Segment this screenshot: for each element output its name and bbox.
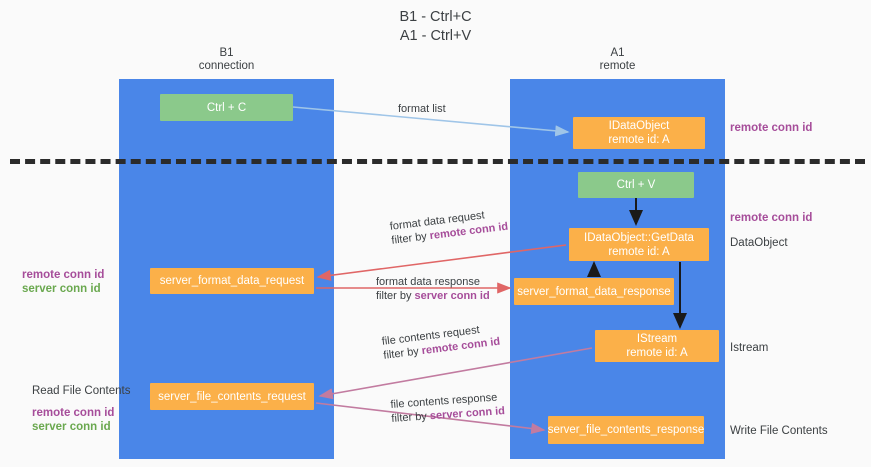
node-server-file-contents-request-label: server_file_contents_request <box>158 390 306 403</box>
side-label-dataobject: DataObject <box>730 236 788 250</box>
side-label-write-file-contents-text: Write File Contents <box>730 425 828 437</box>
node-istream-line-2: remote id: A <box>626 347 688 359</box>
edge-label-format-data-request: format data request filter by remote con… <box>389 206 509 248</box>
column-header-a1-name: A1 <box>610 47 625 59</box>
phase-divider <box>10 159 865 164</box>
node-server-format-data-response-label: server_format_data_response <box>517 285 671 298</box>
node-ctrl-c-label: Ctrl + C <box>206 101 247 114</box>
edge-label-format-data-response: format data response filter by server co… <box>376 275 490 303</box>
diagram-title-line-1: B1 - Ctrl+C <box>399 9 472 25</box>
side-label-istream: Istream <box>730 341 768 355</box>
edge-label-format-list-line-1: format list <box>398 103 446 115</box>
side-label-left-bottom-remote: remote conn id <box>32 407 115 419</box>
node-istream[interactable]: IStream remote id: A <box>595 330 719 362</box>
side-label-left-bottom-server: server conn id <box>32 421 111 433</box>
side-label-remote-conn-id-mid-text: remote conn id <box>730 212 813 224</box>
node-getdata-line-2: remote id: A <box>608 245 670 258</box>
edge-label-file-contents-request-prefix: filter by <box>382 345 423 362</box>
edge-label-format-data-response-line-1: format data response <box>376 276 480 288</box>
node-server-file-contents-request[interactable]: server_file_contents_request <box>150 383 314 410</box>
node-idataobject-line-2: remote id: A <box>608 134 670 146</box>
node-ctrl-v-label: Ctrl + V <box>616 179 656 191</box>
node-server-format-data-response[interactable]: server_format_data_response <box>514 278 674 305</box>
edge-label-file-contents-request: file contents request filter by remote c… <box>381 321 501 363</box>
node-istream-line-1: IStream <box>636 333 678 345</box>
side-label-write-file-contents: Write File Contents <box>730 424 828 438</box>
side-label-remote-conn-id-top-text: remote conn id <box>730 122 813 134</box>
node-idataobject-line-1: IDataObject <box>608 120 670 132</box>
column-header-b1-name: B1 <box>219 47 234 59</box>
edge-label-format-data-request-prefix: filter by <box>390 230 431 247</box>
node-server-file-contents-response[interactable]: server_file_contents_response <box>548 416 704 444</box>
side-label-left-mid-remote: remote conn id <box>22 269 105 281</box>
side-label-left-mid-server: server conn id <box>22 283 101 295</box>
column-header-a1-subtitle: remote <box>599 60 636 72</box>
diagram-title-line-2: A1 - Ctrl+V <box>399 28 472 44</box>
node-idataobject[interactable]: IDataObject remote id: A <box>573 117 705 149</box>
node-server-file-contents-response-label: server_file_contents_response <box>547 424 705 436</box>
diagram-title: B1 - Ctrl+C A1 - Ctrl+V <box>0 8 871 46</box>
side-label-left-read-file-contents: Read File Contents remote conn id server… <box>32 384 130 434</box>
column-header-b1-subtitle: connection <box>198 60 255 72</box>
side-label-left-conn-ids-mid: remote conn id server conn id <box>22 268 104 296</box>
edge-label-file-contents-response-key: server conn id <box>429 405 506 423</box>
node-server-format-data-request[interactable]: server_format_data_request <box>150 268 314 294</box>
column-header-b1: B1 connection <box>119 47 334 73</box>
side-label-dataobject-text: DataObject <box>730 237 788 249</box>
side-label-read-file-contents-text: Read File Contents <box>32 385 131 397</box>
node-getdata-line-1: IDataObject::GetData <box>584 231 694 244</box>
side-label-remote-conn-id-top: remote conn id <box>730 121 812 135</box>
node-ctrl-c[interactable]: Ctrl + C <box>160 94 293 121</box>
edge-label-format-data-response-line-2: filter by server conn id <box>376 289 490 303</box>
edge-label-file-contents-response: file contents response filter by server … <box>390 390 505 426</box>
node-server-format-data-request-label: server_format_data_request <box>159 275 305 287</box>
edge-label-file-contents-response-prefix: filter by <box>391 410 431 425</box>
side-label-remote-conn-id-mid: remote conn id <box>730 211 812 225</box>
column-header-a1: A1 remote <box>510 47 725 73</box>
edge-label-format-list: format list <box>398 102 446 116</box>
edge-label-format-data-response-prefix: filter by <box>376 290 415 302</box>
node-idataobject-getdata[interactable]: IDataObject::GetData remote id: A <box>569 228 709 261</box>
edge-label-format-data-response-key: server conn id <box>414 290 490 302</box>
node-ctrl-v[interactable]: Ctrl + V <box>578 172 694 198</box>
side-label-istream-text: Istream <box>730 342 769 354</box>
